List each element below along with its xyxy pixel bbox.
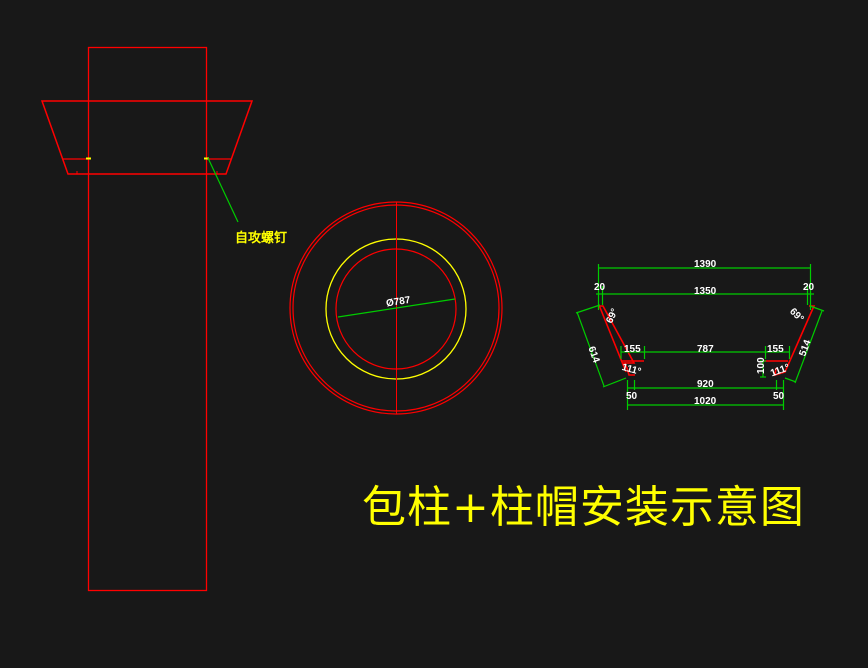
profile-left-outline: [598, 305, 636, 376]
profile-right-outline: [774, 305, 816, 377]
dim-left-lip: 50: [626, 391, 638, 402]
drawing-title: 包柱+柱帽安装示意图: [362, 482, 805, 533]
dim-left-slope: 614: [585, 345, 601, 365]
column-outline: [87, 46, 208, 592]
dim-left-bottom-angle: 111°: [620, 362, 642, 378]
dim-flange-height: 100: [756, 357, 767, 374]
dim-right-angle: 69°: [787, 306, 805, 324]
callout-leader-line: [207, 157, 239, 223]
dim-right-flange: 155: [767, 344, 784, 355]
column-cap-outline: [40, 100, 254, 175]
dim-bottom-overall: 1020: [694, 396, 717, 407]
diameter-dimension-line: [337, 298, 456, 318]
dim-bottom-inner: 920: [697, 379, 714, 390]
dim-overall-top: 1390: [694, 259, 717, 270]
dim-left-flange: 155: [624, 344, 641, 355]
profile-view: 1390 1350 20 20 614 514 69° 69° 155 787 …: [575, 259, 825, 410]
dim-center-span: 787: [697, 344, 714, 355]
profile-left-slope: [598, 304, 627, 373]
dim-right-edge: 20: [803, 282, 815, 293]
screw-callout-label: 自攻螺钉: [235, 230, 287, 246]
dim-right-lip: 50: [773, 391, 785, 402]
plan-view: Ø787: [289, 201, 503, 415]
dim-left-edge: 20: [594, 282, 606, 293]
dim-inner-top: 1350: [694, 286, 717, 297]
dim-left-angle: 69°: [604, 307, 620, 325]
diameter-label: Ø787: [385, 295, 411, 310]
elevation-view: 自攻螺钉: [40, 46, 287, 592]
dim-right-bottom-angle: 111°: [769, 362, 791, 379]
